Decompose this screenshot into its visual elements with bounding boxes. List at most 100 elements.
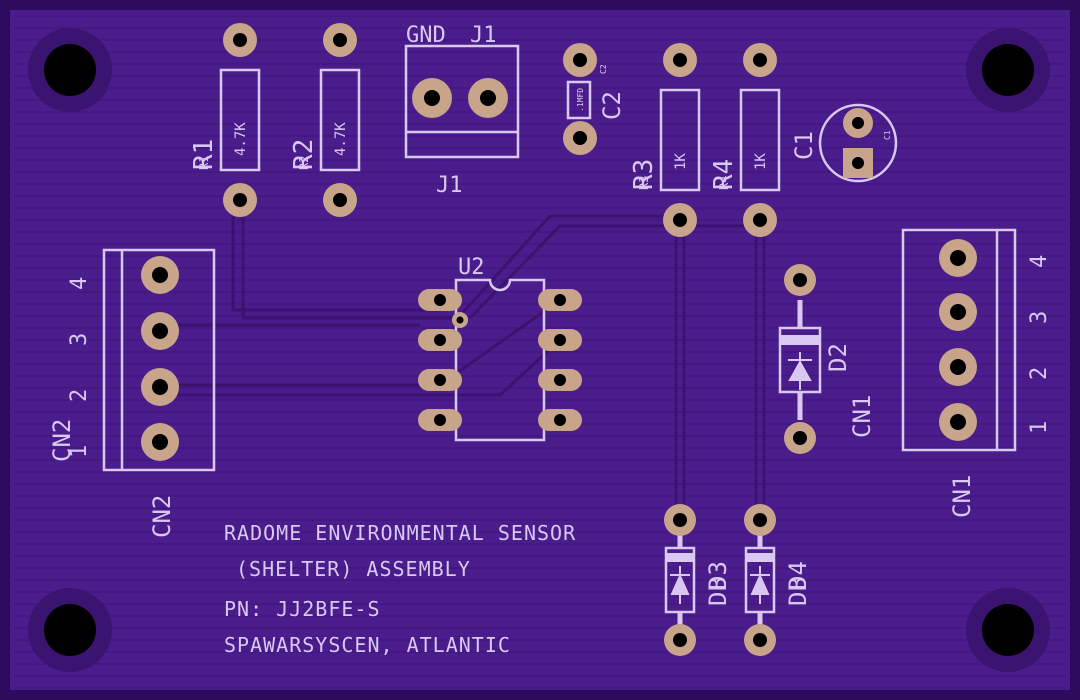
pad bbox=[663, 203, 697, 237]
pad-oval bbox=[418, 369, 462, 391]
r4-value: 1K bbox=[753, 153, 769, 170]
board-title-line2: (SHELTER) ASSEMBLY bbox=[236, 557, 471, 581]
d3-symbol bbox=[670, 566, 690, 604]
pad bbox=[939, 403, 977, 441]
r2-outline bbox=[319, 68, 361, 172]
trace-u2-r3 bbox=[456, 214, 680, 320]
cn1-pin-4: 4 bbox=[1027, 255, 1052, 268]
cn1-side-label: CN1 bbox=[848, 395, 876, 438]
pad bbox=[663, 43, 697, 77]
d3-cathode-band bbox=[665, 553, 695, 562]
pad-oval bbox=[538, 409, 582, 431]
pad bbox=[323, 183, 357, 217]
pad bbox=[939, 293, 977, 331]
r1-outline bbox=[219, 68, 261, 172]
mount-hole-br bbox=[966, 588, 1050, 672]
pad bbox=[412, 78, 452, 118]
cn2-pin-2: 2 bbox=[67, 389, 92, 402]
cn2-pin-4: 4 bbox=[67, 277, 92, 290]
cn1-pin-1: 1 bbox=[1027, 421, 1052, 434]
c1-label: C1 bbox=[790, 131, 818, 160]
cn1-pin-3: 3 bbox=[1027, 311, 1052, 324]
mount-hole-tl bbox=[28, 28, 112, 112]
pad-oval bbox=[418, 289, 462, 311]
pad-oval bbox=[538, 329, 582, 351]
pad bbox=[784, 422, 816, 454]
pad-oval bbox=[418, 409, 462, 431]
d4-db-label: DB bbox=[784, 577, 812, 606]
pad bbox=[563, 121, 597, 155]
cn1-bottom-label: CN1 bbox=[948, 475, 976, 518]
silkscreen bbox=[102, 44, 1017, 625]
silk-text: 4.7K R1 R1 4.7K R2 R2 GND J1 J1 .1MFD C2… bbox=[48, 23, 1052, 657]
pad bbox=[563, 43, 597, 77]
cn2-pin-1: 1 bbox=[67, 445, 92, 458]
pad bbox=[939, 239, 977, 277]
trace-r1-cn2 bbox=[231, 200, 440, 312]
r1-label: R1 bbox=[189, 139, 219, 170]
r1-value: 4.7K bbox=[233, 122, 249, 156]
pad bbox=[223, 23, 257, 57]
r2-small-label: R2 bbox=[297, 156, 311, 170]
c2-value: .1MFD bbox=[576, 88, 585, 112]
diode-symbols bbox=[665, 335, 821, 604]
pad bbox=[939, 348, 977, 386]
pad bbox=[784, 264, 816, 296]
r4-small-label: R4 bbox=[717, 176, 731, 190]
mount-hole-bl bbox=[28, 588, 112, 672]
c2-outline bbox=[566, 80, 592, 120]
c1-outline bbox=[818, 103, 898, 183]
trace-cn2-u2c bbox=[160, 338, 562, 397]
pad bbox=[468, 78, 508, 118]
pad bbox=[323, 23, 357, 57]
board-title-line1: RADOME ENVIRONMENTAL SENSOR bbox=[224, 521, 576, 545]
j1-bottom-label: J1 bbox=[436, 173, 463, 198]
copper-hatch bbox=[14, 15, 1066, 689]
d4-cathode-band bbox=[745, 553, 775, 562]
pad bbox=[141, 312, 179, 350]
pad-oval bbox=[538, 369, 582, 391]
pad bbox=[141, 423, 179, 461]
c2-label: C2 bbox=[598, 91, 626, 120]
r3-small-label: R3 bbox=[637, 176, 651, 190]
d2-label: D2 bbox=[824, 343, 852, 372]
pad bbox=[141, 368, 179, 406]
pad bbox=[141, 256, 179, 294]
board-organization: SPAWARSYSCEN, ATLANTIC bbox=[224, 633, 511, 657]
cn1-pin-2: 2 bbox=[1027, 367, 1052, 380]
trace-r1b bbox=[241, 200, 458, 320]
pad bbox=[743, 43, 777, 77]
r2-value: 4.7K bbox=[333, 122, 349, 156]
cn2-pin-3: 3 bbox=[67, 333, 92, 346]
pad bbox=[664, 624, 696, 656]
d3-db-label: DB bbox=[704, 577, 732, 606]
j1-outline bbox=[404, 44, 520, 159]
c2-small-label: C2 bbox=[599, 64, 608, 74]
j1-gnd-label: GND bbox=[406, 23, 446, 48]
cn2-bottom-label: CN2 bbox=[148, 495, 176, 538]
r3-label: R3 bbox=[629, 159, 659, 190]
pads bbox=[141, 23, 977, 656]
cn2-side-label: CN2 bbox=[48, 419, 76, 462]
pad bbox=[664, 504, 696, 536]
pad-square bbox=[843, 148, 873, 178]
d3-label: D3 bbox=[704, 561, 732, 590]
board-part-number: PN: JJ2BFE-S bbox=[224, 597, 381, 621]
d2-symbol bbox=[788, 352, 812, 390]
pad bbox=[843, 108, 873, 138]
via bbox=[452, 312, 468, 328]
d2-cathode-band bbox=[779, 335, 821, 345]
pad-oval bbox=[538, 289, 582, 311]
r4-outline bbox=[739, 88, 781, 192]
r3-outline bbox=[659, 88, 701, 192]
traces bbox=[160, 200, 766, 520]
u2-outline bbox=[454, 278, 546, 442]
mounting-holes bbox=[28, 28, 1050, 672]
pad bbox=[744, 624, 776, 656]
r3-value: 1K bbox=[673, 153, 689, 170]
cn2-outline bbox=[102, 248, 216, 472]
r1-small-label: R1 bbox=[197, 156, 211, 170]
d4-label: D4 bbox=[784, 561, 812, 590]
j1-top-label: J1 bbox=[470, 23, 497, 48]
